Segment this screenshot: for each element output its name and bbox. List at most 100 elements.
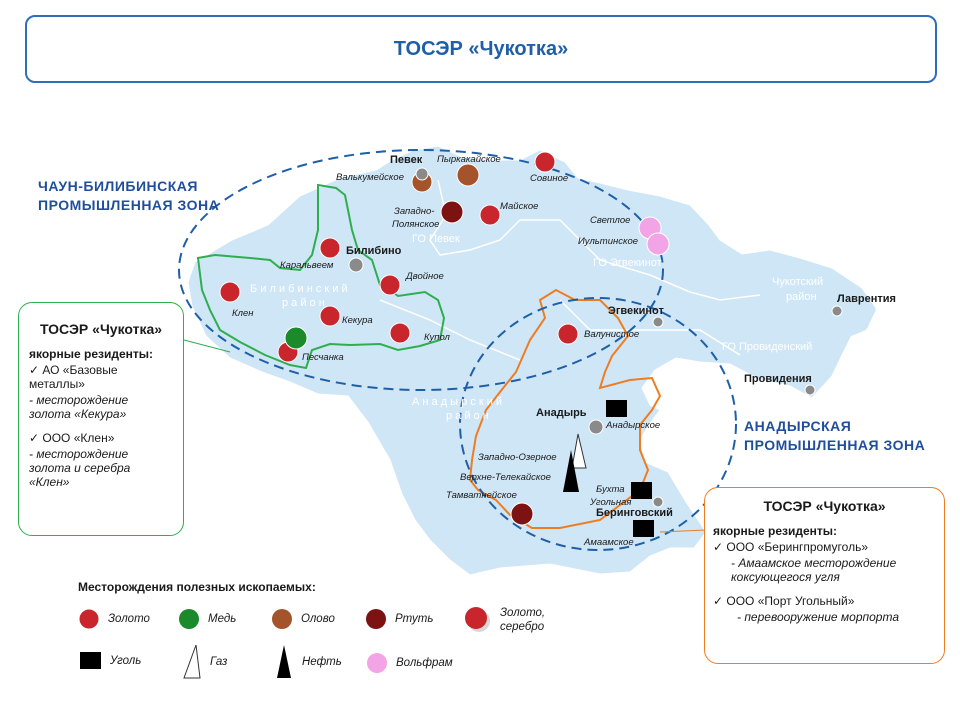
- town-label-pevek: Певек: [390, 154, 423, 166]
- town-label-egvekinot: Эгвекинот: [608, 305, 664, 317]
- deposit-label-dvoynoe: Двойное: [405, 271, 444, 282]
- deposit-label-ugolnaya: Угольная: [589, 497, 631, 508]
- gold-deposit-marker: [319, 305, 341, 327]
- gold-deposit-marker: [379, 274, 401, 296]
- legend-label: Ртуть: [395, 613, 434, 625]
- oil-deposit-marker: [563, 450, 579, 492]
- go-provideniya-label: ГО Провиденский: [722, 341, 812, 353]
- panel-left: ТОСЭР «Чукотка» якорные резиденты: ✓ АО …: [18, 302, 184, 536]
- tin-icon: [272, 609, 292, 629]
- coal-deposit-marker: [631, 482, 652, 499]
- deposit-label-tamvatneyskoe: Тамватнейское: [446, 490, 517, 501]
- deposit-label-kekura: Кекура: [342, 315, 373, 326]
- panel-right-leader: [659, 529, 707, 533]
- legend-title: Месторождения полезных ископаемых:: [78, 580, 316, 594]
- tungsten-deposit-marker: [646, 232, 670, 256]
- zone-label-line: ЧАУН-БИЛИБИНСКАЯ: [38, 178, 198, 194]
- deposit-label-valunistoe: Валунистое: [584, 329, 639, 340]
- legend-item-mercury: Ртуть: [365, 608, 433, 630]
- legend-item-gold: Золото: [78, 608, 150, 630]
- chaun-bilibino-zone-ellipse: [178, 149, 664, 391]
- legend-item-tungsten: Вольфрам: [366, 652, 453, 674]
- coal-deposit-marker: [606, 400, 627, 417]
- gold-deposit-marker: [557, 323, 579, 345]
- gold-deposit-marker: [534, 151, 556, 173]
- legend-label: Олово: [301, 613, 335, 625]
- panel-right-resident-1-note: - Амаамское месторождение коксующегося у…: [731, 556, 897, 584]
- legend-label: Газ: [210, 656, 228, 668]
- settlement-dot: [831, 305, 843, 317]
- title-box: ТОСЭР «Чукотка»: [25, 15, 937, 83]
- panel-left-subtitle: якорные резиденты:: [29, 347, 154, 361]
- panel-right-title: ТОСЭР «Чукотка»: [763, 498, 886, 514]
- panel-left-title: ТОСЭР «Чукотка»: [39, 321, 163, 337]
- settlement-dot: [415, 167, 429, 181]
- tin-deposit-marker: [456, 163, 480, 187]
- gas-icon: [183, 644, 201, 679]
- town-label-lavrentiya: Лаврентия: [837, 293, 896, 305]
- panel-right-subtitle: якорные резиденты:: [713, 524, 838, 538]
- legend-label: Нефть: [302, 656, 342, 668]
- legend-label: Вольфрам: [396, 657, 453, 669]
- legend-item-coal: Уголь: [80, 652, 141, 670]
- deposit-label-pyrkakayskoe: Пыркакайское: [437, 154, 501, 165]
- chukotka-landmass: [187, 145, 877, 576]
- settlement-dot: [652, 316, 664, 328]
- legend-label: Золото: [108, 613, 150, 625]
- gold-deposit-marker: [219, 281, 241, 303]
- deposit-label-klen: Клен: [232, 308, 254, 319]
- settlement-dot: [588, 419, 604, 435]
- go-egvekinot-label: ГО Эгвекинот: [593, 257, 662, 269]
- deposit-label-valkumeyskoe: Валькумейское: [336, 172, 404, 183]
- zone-label-line: ПРОМЫШЛЕННАЯ ЗОНА: [744, 437, 926, 453]
- deposit-label-mayskoe: Майское: [500, 201, 538, 212]
- chukotsky-district-label: Чукотский: [772, 276, 823, 288]
- town-label-beringovsky: Беринговский: [596, 507, 673, 519]
- deposit-label-karalveem: Каральвеем: [280, 260, 334, 271]
- chaun-bilibino-zone-label: ЧАУН-БИЛИБИНСКАЯ ПРОМЫШЛЕННАЯ ЗОНА: [38, 177, 219, 215]
- gold-deposit-marker: [389, 322, 411, 344]
- deposit-label-peschanka: Песчанка: [302, 352, 344, 363]
- panel-left-leader: [183, 339, 231, 353]
- deposit-label-zapadno-polyanskoe-2: Полянское: [392, 219, 439, 230]
- deposit-label-zapadno-polyanskoe: Западно-: [394, 206, 434, 217]
- anadyrsky-district-label-2: р а й о н: [446, 410, 489, 422]
- district-boundary: [379, 179, 761, 361]
- panel-right-resident-2: ✓ ООО «Порт Угольный»: [713, 594, 855, 608]
- deposit-label-kupol: Купол: [424, 332, 451, 343]
- chaun-bilibino-border: [196, 183, 446, 370]
- settlement-dot: [804, 384, 816, 396]
- tungsten-icon: [367, 653, 387, 673]
- coal-deposit-marker: [633, 520, 654, 537]
- bilibinsky-district-label: Б и л и б и н с к и й: [250, 283, 348, 295]
- anadyrsky-district-label: А н а д ы р с к и й: [412, 396, 502, 408]
- town-label-provideniya: Провидения: [744, 373, 812, 385]
- gold-deposit-marker: [319, 237, 341, 259]
- mercury-icon: [366, 609, 386, 629]
- gas-deposit-marker: [571, 433, 587, 469]
- gold-icon: [78, 608, 100, 630]
- mercury-deposit-marker: [440, 200, 464, 224]
- panel-right-resident-2-note: - перевооружение морпорта: [737, 610, 899, 624]
- legend-item-oil: Нефть: [274, 644, 342, 680]
- panel-left-resident-2: ✓ ООО «Клен»: [29, 431, 115, 445]
- legend-item-copper: Медь: [178, 608, 236, 630]
- deposit-label-amaamskoe: Амаамское: [583, 537, 634, 548]
- deposit-label-iultinskoe: Иультинское: [578, 236, 638, 247]
- zone-label-line: АНАДЫРСКАЯ: [744, 418, 852, 434]
- oil-icon: [277, 645, 291, 678]
- page-title: ТОСЭР «Чукотка»: [393, 37, 569, 60]
- panel-right: ТОСЭР «Чукотка» якорные резиденты: ✓ ООО…: [704, 487, 945, 664]
- deposit-label-bukhta: Бухта: [596, 484, 625, 495]
- legend-label: Золото, серебро: [500, 606, 545, 634]
- deposit-label-anadyrskoe: Анадырское: [605, 420, 660, 431]
- deposit-label-verkhne-telekayskoe: Верхне-Телекайское: [460, 472, 551, 483]
- anadyr-zone-label: АНАДЫРСКАЯ ПРОМЫШЛЕННАЯ ЗОНА: [744, 417, 925, 455]
- legend-item-gold-silver: Золото, серебро: [464, 606, 545, 634]
- deposit-label-zapadno-ozernoe: Западно-Озерное: [478, 452, 557, 463]
- town-label-bilibino: Билибино: [346, 245, 402, 257]
- deposit-label-svetloe: Светлое: [590, 215, 630, 226]
- copper-deposit-marker: [284, 326, 308, 350]
- legend-item-gas: Газ: [182, 644, 227, 680]
